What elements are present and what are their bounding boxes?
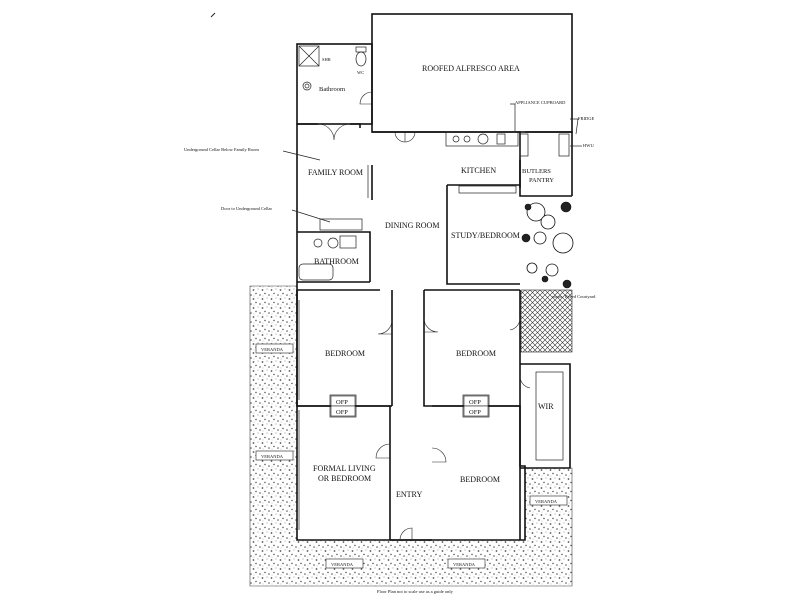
label-pantry: PANTRY: [529, 177, 554, 184]
label-courtyard: Paved Courtyard: [565, 294, 596, 299]
label-butlers: BUTLERS: [522, 168, 551, 175]
label-alfresco: ROOFED ALFRESCO AREA: [422, 64, 520, 73]
fireplace-label: OFP: [469, 409, 481, 416]
label-bedroom-1: BEDROOM: [325, 349, 365, 358]
courtyard-garden: [521, 201, 574, 289]
plan-disclaimer: Floor Plan not to scale use as a guide o…: [377, 589, 454, 594]
label-kitchen: KITCHEN: [461, 166, 496, 175]
label-wc: WC: [357, 70, 364, 75]
label-ensuite: SHR: [322, 57, 331, 62]
veranda-label: VERANDA: [453, 562, 476, 567]
fireplace-label: OFP: [336, 399, 348, 406]
fireplace-label: OFP: [469, 399, 481, 406]
fireplace-label: OFP: [336, 409, 348, 416]
label-entry: ENTRY: [396, 490, 422, 499]
label-bedroom-3: BEDROOM: [460, 475, 500, 484]
top-bathroom-block: [296, 43, 373, 125]
label-wir: WIR: [538, 402, 554, 411]
label-bathroom-top: Bathroom: [319, 86, 345, 93]
compass-mark: [210, 12, 216, 18]
veranda-label: VERANDA: [535, 499, 558, 504]
label-dining-room: DINING ROOM: [385, 221, 439, 230]
label-bathroom: BATHROOM: [314, 257, 359, 266]
label-study: STUDY/BEDROOM: [451, 231, 520, 240]
label-bedroom-2: BEDROOM: [456, 349, 496, 358]
house-walls: [296, 123, 573, 541]
label-appliance-cupboard: APPLIANCE CUPBOARD: [515, 100, 566, 105]
veranda-label: VERANDA: [261, 454, 284, 459]
label-hwu: HWU: [583, 143, 594, 148]
label-cellar-below: Underground Cellar Below Family Room: [184, 147, 259, 152]
label-cellar-door: Door to Underground Cellar: [221, 206, 273, 211]
label-family-room: FAMILY ROOM: [308, 168, 363, 177]
veranda-label: VERANDA: [261, 347, 284, 352]
alfresco-area: [371, 13, 573, 133]
label-formal-living: FORMAL LIVING: [313, 464, 376, 473]
annotation-leaders: [282, 103, 582, 298]
veranda-label: VERANDA: [331, 562, 354, 567]
veranda-tags: VERANDA VERANDA VERANDA VERANDA VERANDA: [255, 343, 568, 569]
label-fridge: FRIDGE: [578, 116, 595, 121]
label-formal-bedroom: OR BEDROOM: [318, 474, 371, 483]
fireplace-tags: OFP OFP OFP OFP: [330, 395, 489, 417]
